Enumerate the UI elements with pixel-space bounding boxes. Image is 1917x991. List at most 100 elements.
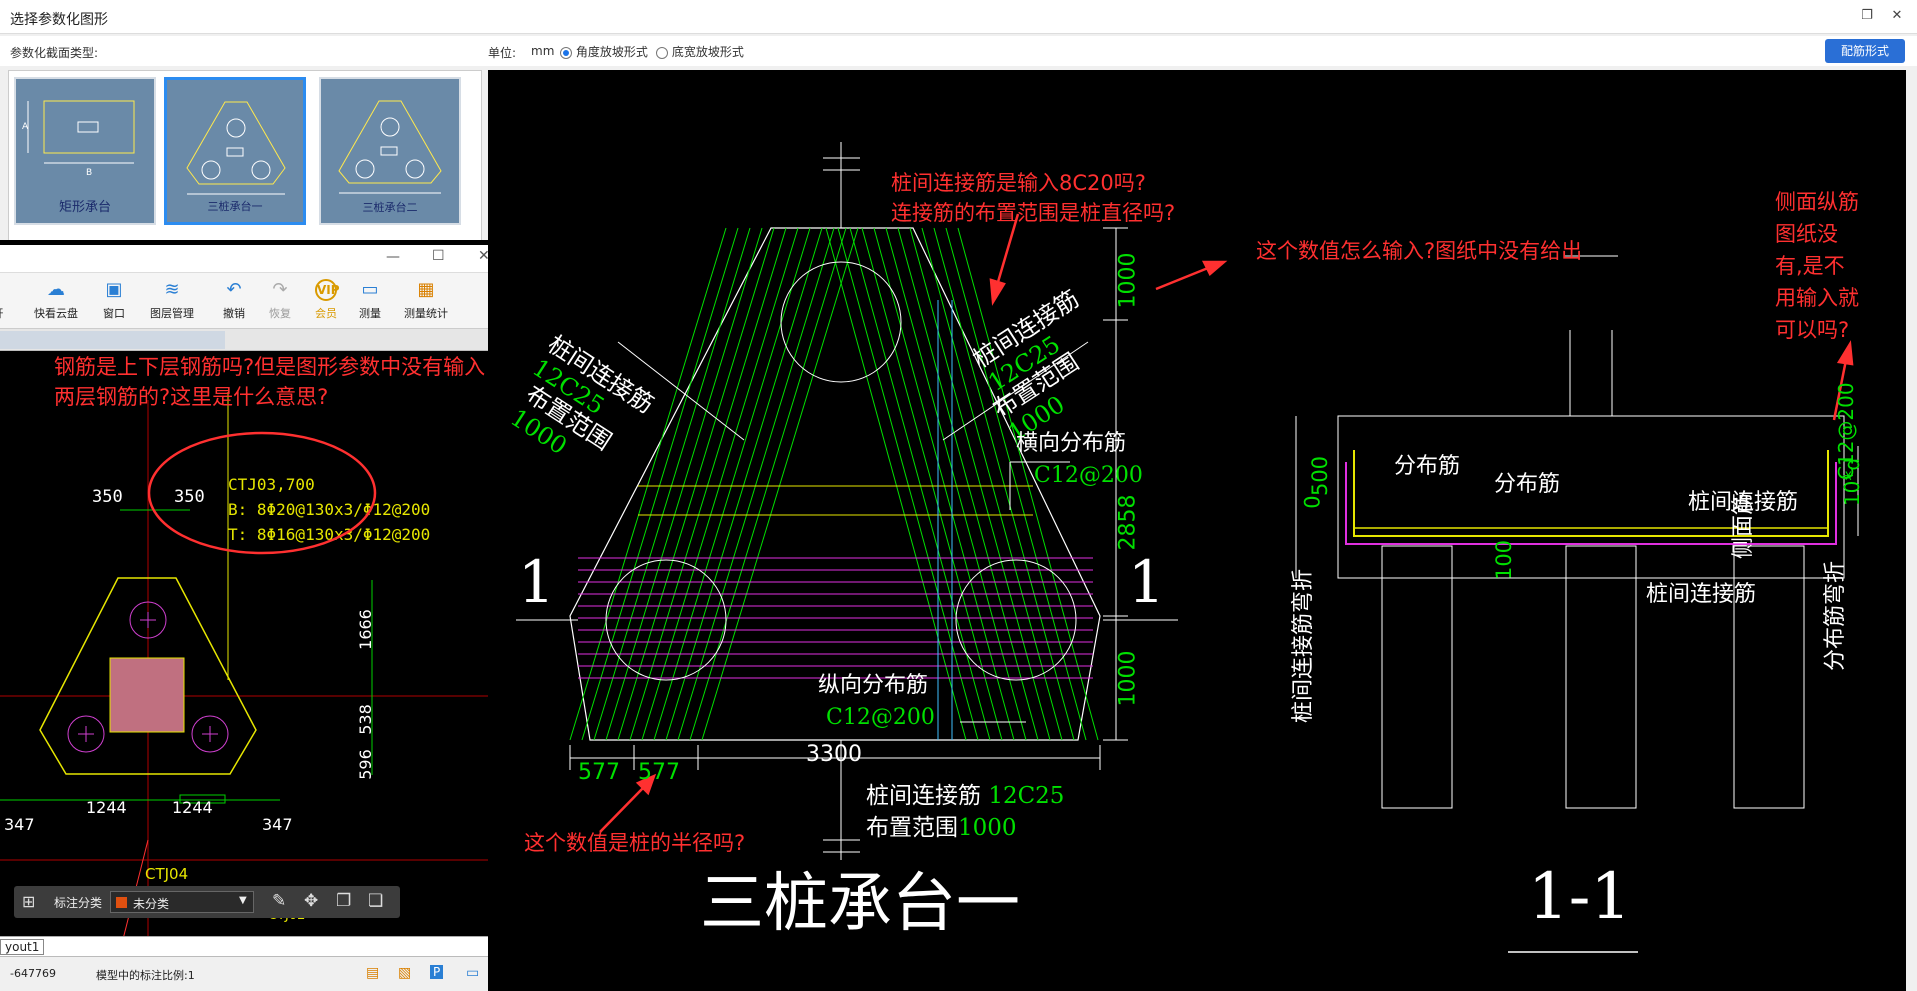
note-tc-line-1: 连接筋的布置范围是桩直径吗? bbox=[891, 201, 1176, 225]
hatch-line bbox=[617, 227, 775, 741]
hatch-line bbox=[825, 227, 967, 741]
bottom-label-1: 桩间连接筋 bbox=[866, 783, 981, 809]
hatch-line bbox=[945, 227, 1087, 741]
unit-value: mm bbox=[531, 44, 555, 58]
layout-tab-strip: yout1 bbox=[0, 936, 507, 956]
bottom-label-row-1: 桩间连接筋 12C25 bbox=[866, 780, 1064, 812]
close-icon[interactable]: ✕ bbox=[478, 248, 490, 264]
dim-1666: 1666 bbox=[355, 609, 375, 650]
undo-icon: ↶ bbox=[226, 279, 242, 300]
transverse-labels: 横向分布筋 C12@200 bbox=[1016, 428, 1143, 492]
sec-label-conn-bend: 桩间连接筋弯折 bbox=[1291, 568, 1317, 724]
layout-tab[interactable]: yout1 bbox=[0, 939, 45, 955]
sec-label-conn-1: 桩间连接筋 bbox=[1688, 490, 1799, 515]
restore-icon[interactable]: ❐ bbox=[1861, 8, 1873, 23]
hatch-line bbox=[689, 227, 847, 741]
hatch-line bbox=[605, 227, 763, 741]
section-type-label: 参数化截面类型: bbox=[10, 46, 99, 60]
note-rs-line-1: 图纸没 bbox=[1775, 222, 1838, 246]
sec-dim-0: 0 bbox=[1300, 495, 1325, 509]
ribbon-cloud[interactable]: ☁快看云盘 bbox=[28, 277, 84, 325]
ribbon-layers[interactable]: ≋图层管理 bbox=[144, 277, 200, 325]
hatch-line bbox=[677, 227, 835, 741]
anno-label: 标注分类 bbox=[54, 896, 103, 910]
section-mark-left: 1 bbox=[518, 548, 555, 616]
ribbon-measure[interactable]: ▭测量 bbox=[342, 277, 398, 325]
ribbon-redo[interactable]: ↷恢复 bbox=[252, 277, 308, 325]
dim-538: 538 bbox=[355, 704, 375, 735]
svg-text:B: B bbox=[86, 168, 92, 178]
edit-icon[interactable]: ✎ bbox=[272, 891, 287, 911]
radio-width[interactable]: 底宽放坡形式 bbox=[656, 43, 744, 60]
config-button[interactable]: 配筋形式 bbox=[1825, 39, 1905, 63]
ribbon-window[interactable]: ▣窗口 bbox=[86, 277, 142, 325]
anno-select[interactable]: 未分类 ▼ bbox=[110, 891, 254, 913]
ruler-icon: ▭ bbox=[361, 279, 379, 300]
three-pile-1-icon bbox=[186, 101, 286, 195]
ribbon-undo-label: 撤销 bbox=[223, 307, 245, 320]
note-left: 钢筋是上下层钢筋吗?但是图形参数中没有输入 两层钢筋的?这里是什么意思? bbox=[54, 352, 485, 412]
ribbon-undo[interactable]: ↶ 撤销 bbox=[206, 277, 262, 325]
lbl-transverse-1: C12@200 bbox=[1034, 463, 1143, 488]
thumb-three-pile-1[interactable]: 三桩承台一 bbox=[164, 77, 306, 225]
bottom-label-2: 布置范围 bbox=[866, 815, 958, 841]
ribbon-vip-label: 会员 bbox=[315, 307, 337, 320]
minimize-icon[interactable]: — bbox=[386, 249, 400, 265]
label-line-1: B: 8Φ20@130x3/Φ12@200 bbox=[228, 500, 431, 519]
note-left-line-0: 钢筋是上下层钢筋吗?但是图形参数中没有输入 bbox=[54, 355, 486, 379]
ribbon-open[interactable]: 开 bbox=[0, 277, 18, 325]
option-bar: 参数化截面类型: 单位: mm 角度放坡形式 底宽放坡形式 bbox=[0, 36, 1917, 66]
move-icon[interactable]: ✥ bbox=[304, 891, 319, 911]
dim-3300: 3300 bbox=[806, 742, 862, 767]
ribbon-measure-stats[interactable]: ▦ 测量统计 bbox=[398, 277, 454, 325]
rect-cap-icon: BA bbox=[22, 100, 135, 178]
hatch-line bbox=[849, 227, 991, 741]
vip-icon: VIP bbox=[315, 279, 340, 301]
cad2-highlight-ellipse bbox=[147, 431, 377, 555]
status-icon-1[interactable]: ▤ bbox=[366, 965, 380, 981]
label-line-2: T: 8Φ16@130x3/Φ12@200 bbox=[228, 525, 431, 544]
radio-angle[interactable]: 角度放坡形式 bbox=[560, 43, 648, 60]
dim-347-b: 347 bbox=[262, 815, 293, 834]
status-icon-3[interactable]: P bbox=[430, 965, 444, 979]
sec-dim-100: 100 bbox=[1492, 539, 1517, 581]
note-top-right: 这个数值怎么输入?图纸中没有给出 bbox=[1256, 239, 1583, 263]
ribbon-redo-label: 恢复 bbox=[269, 307, 291, 320]
cad2-label-block: CTJ03,700 B: 8Φ20@130x3/Φ12@200 T: 8Φ16@… bbox=[228, 472, 430, 547]
hatch-line bbox=[909, 227, 1051, 741]
grid-icon[interactable]: ⊞ bbox=[22, 892, 36, 911]
window-title: 选择参数化图形 bbox=[10, 12, 108, 28]
hatch-line bbox=[933, 227, 1075, 741]
status-icon-4[interactable]: ▭ bbox=[466, 965, 480, 981]
ribbon-measure-stats-label: 测量统计 bbox=[404, 307, 448, 320]
chevron-down-icon: ▼ bbox=[239, 895, 247, 906]
dim-v-1000-b: 1000 bbox=[1115, 650, 1141, 707]
bottom-label-1b: 12C25 bbox=[988, 783, 1065, 809]
close-icon[interactable]: ✕ bbox=[1891, 8, 1903, 23]
hatch-line bbox=[665, 227, 823, 741]
hatch-line bbox=[921, 227, 1063, 741]
ribbon-cloud-label: 快看云盘 bbox=[34, 307, 78, 320]
color-swatch bbox=[116, 897, 127, 908]
hatch-line bbox=[701, 227, 859, 741]
thumb-three-pile-2[interactable]: 三桩承台二 bbox=[319, 77, 461, 225]
ribbon-vip[interactable]: VIP 会员 bbox=[298, 277, 354, 325]
hatch-line bbox=[837, 227, 979, 741]
scale-text: 模型中的标注比例:1 bbox=[96, 969, 195, 982]
status-icon-2[interactable]: ▧ bbox=[398, 965, 412, 981]
bottom-label-row-2: 布置范围1000 bbox=[866, 812, 1064, 844]
cad2-tab[interactable] bbox=[0, 331, 225, 349]
stats-icon: ▦ bbox=[417, 279, 435, 300]
note-tc-line-0: 桩间连接筋是输入8C20吗? bbox=[891, 171, 1146, 195]
radio-angle-dot[interactable] bbox=[560, 46, 572, 59]
copy-icon[interactable]: ❐ bbox=[336, 891, 352, 911]
note-bottom: 这个数值是桩的半径吗? bbox=[524, 831, 746, 855]
hatch-line bbox=[957, 227, 1099, 741]
radio-width-dot[interactable] bbox=[656, 46, 668, 59]
cad2-tab-strip: ▼ bbox=[0, 329, 507, 351]
paste-icon[interactable]: ❏ bbox=[368, 891, 384, 911]
main-cad-canvas: 桩间连接筋是输入8C20吗? 连接筋的布置范围是桩直径吗? 这个数值怎么输入?图… bbox=[488, 70, 1906, 991]
maximize-icon[interactable]: ☐ bbox=[432, 248, 445, 264]
